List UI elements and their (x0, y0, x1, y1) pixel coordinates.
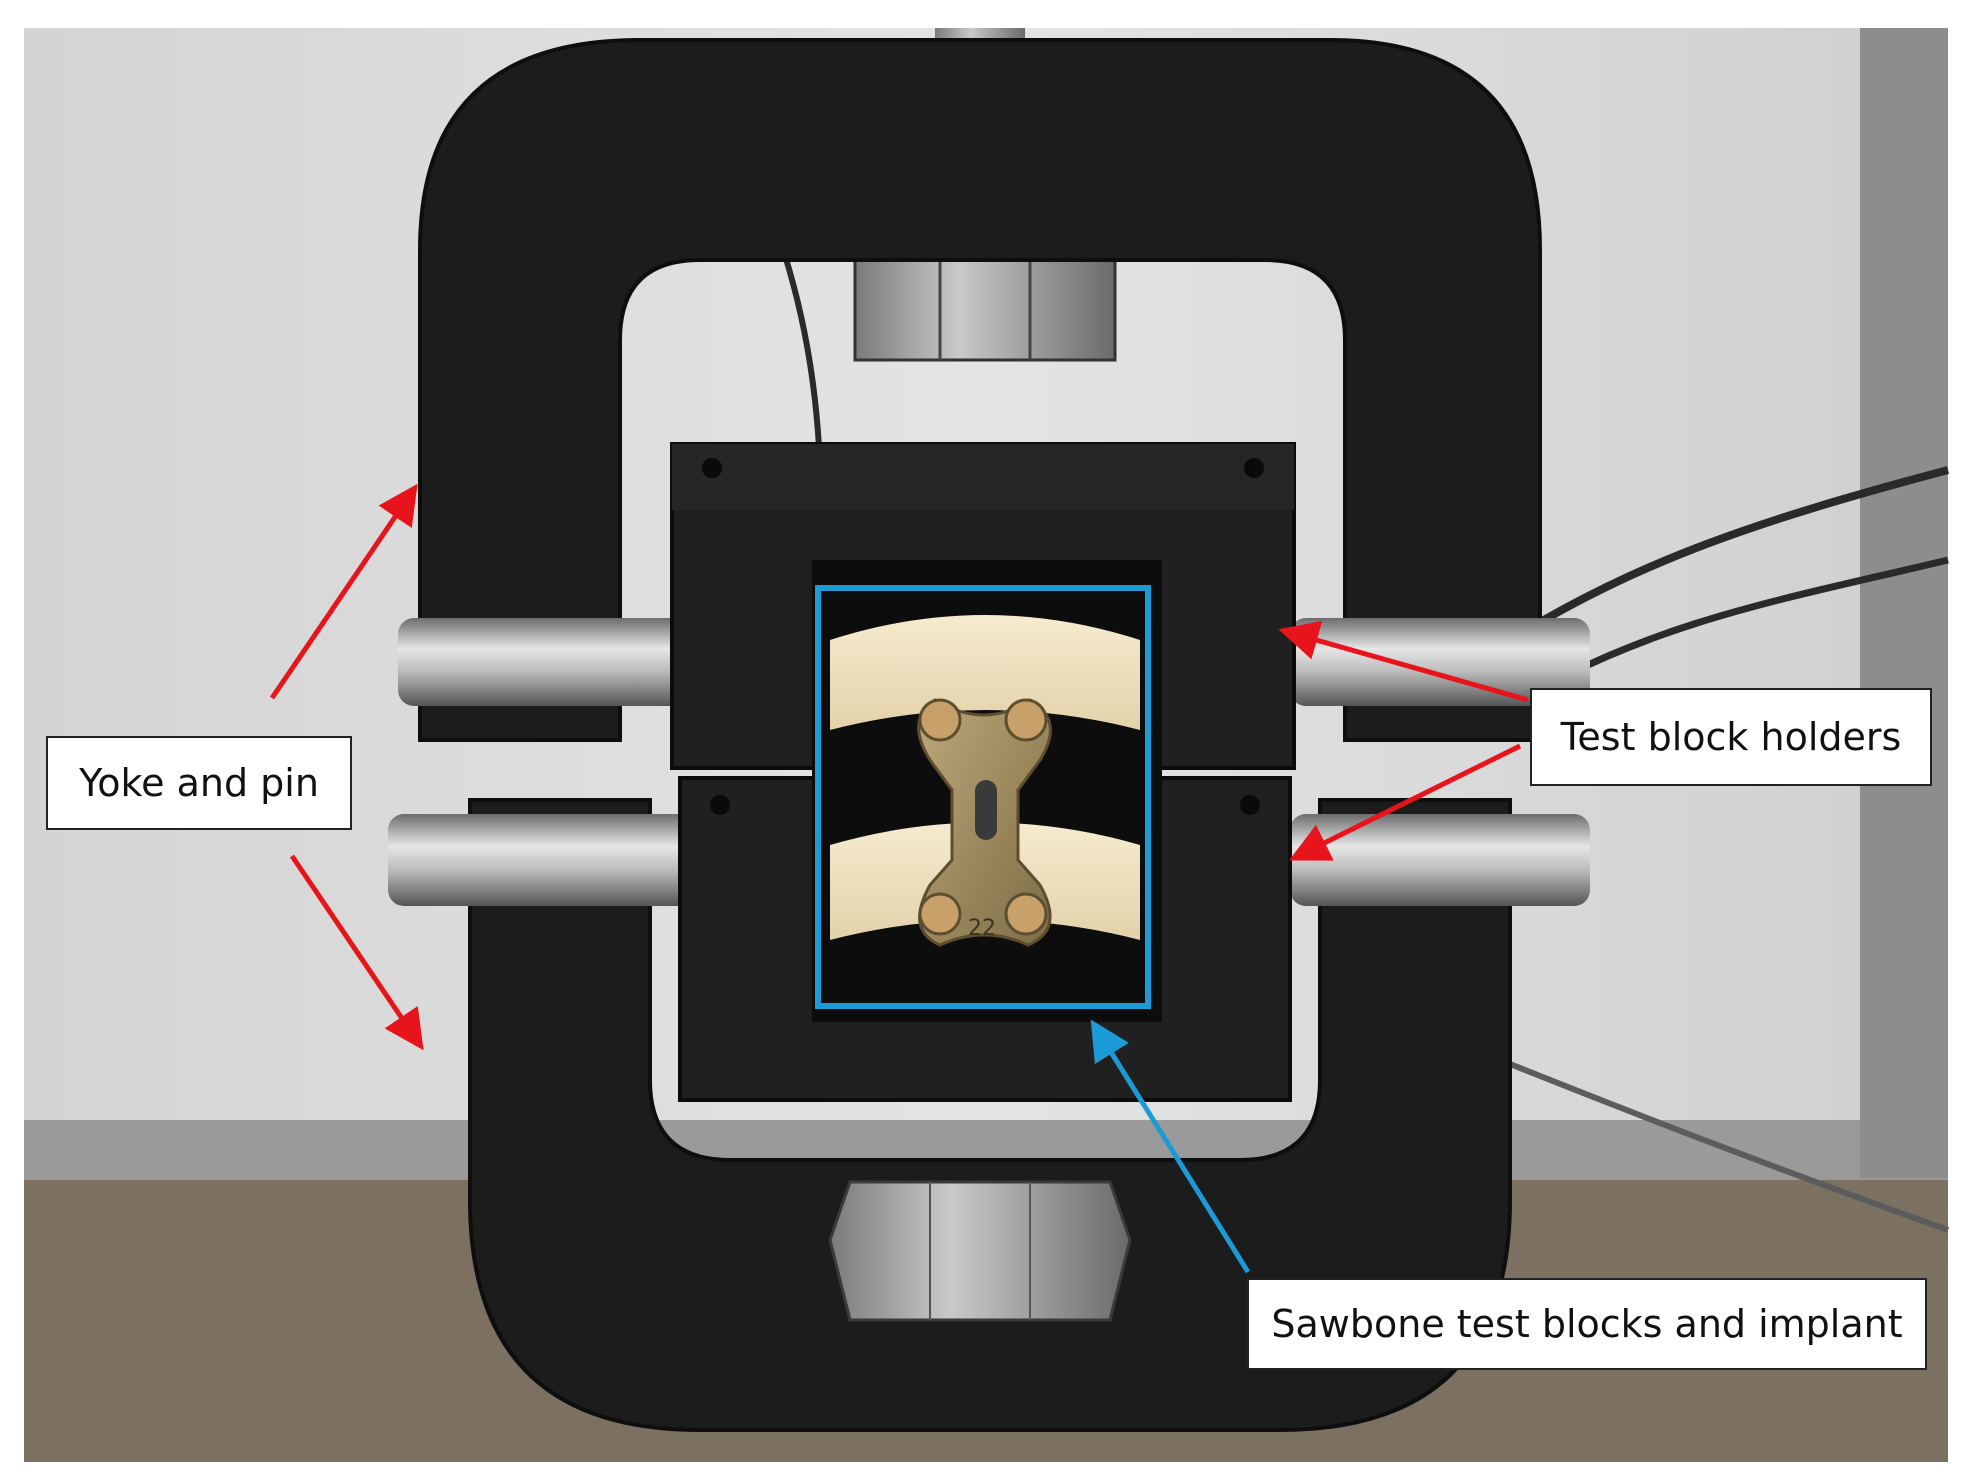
arrow-yoke-upper (269, 483, 418, 700)
annotation-arrows (269, 483, 1529, 1274)
arrow-holder-lower (1289, 743, 1522, 861)
label-yoke-and-pin: Yoke and pin (46, 736, 352, 830)
plate-marking: 22 (968, 916, 996, 941)
implant-plate: 22 (917, 698, 1052, 947)
label-sawbone-test-blocks: Sawbone test blocks and implant (1247, 1278, 1927, 1370)
arrow-holder-upper (1278, 620, 1529, 703)
upper-yoke (418, 38, 1542, 742)
arrow-sawbone (1090, 1019, 1251, 1274)
label-test-block-holders: Test block holders (1530, 688, 1932, 786)
arrow-yoke-lower (289, 854, 424, 1051)
yoke-pins (388, 618, 1590, 906)
sawbone-highlight-box (815, 585, 1151, 1009)
lower-bolt (828, 1180, 1132, 1322)
